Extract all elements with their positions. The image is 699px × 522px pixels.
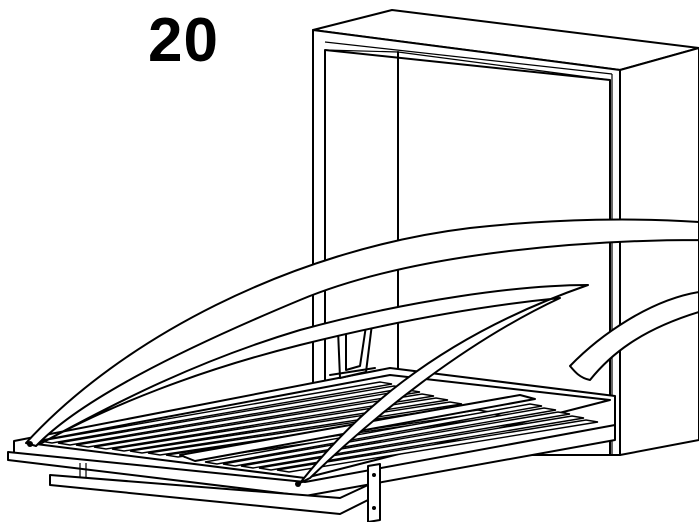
step-number: 20 [148,6,219,75]
motion-arc-icon [25,218,699,487]
